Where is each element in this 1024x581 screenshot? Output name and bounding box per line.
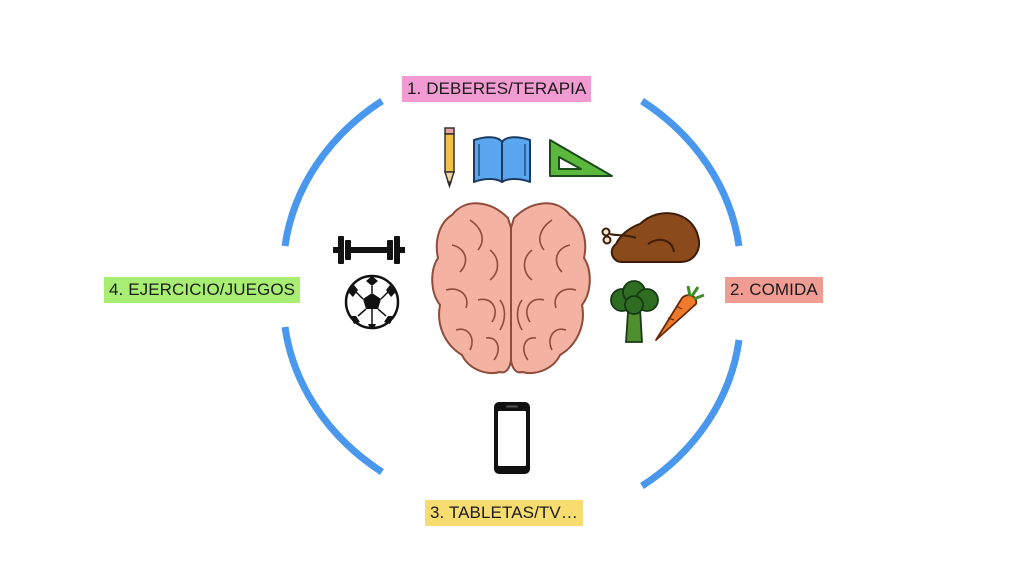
carrot-icon (655, 285, 705, 341)
ring-arc-top-right (640, 98, 743, 247)
broccoli-icon (610, 280, 659, 343)
ring-arc-top-left (281, 98, 384, 247)
label-tabletas-tv: 3. TABLETAS/TV… (425, 500, 583, 526)
soccer-ball-icon (344, 274, 400, 330)
label-comida: 2. COMIDA (725, 277, 823, 303)
pencil-icon (443, 127, 456, 189)
label-ejercicio-juegos: 4. EJERCICIO/JUEGOS (104, 277, 301, 303)
smartphone-icon (494, 402, 530, 474)
dumbbell-icon (333, 236, 405, 264)
roast-chicken-icon (601, 212, 700, 263)
ring-arc-bottom-right (640, 339, 743, 489)
ring (281, 98, 743, 489)
label-deberes-terapia: 1. DEBERES/TERAPIA (402, 76, 592, 102)
ring-arc-bottom-left (281, 326, 384, 475)
brain-icon (431, 202, 591, 374)
book-icon (473, 136, 531, 183)
set-square-icon (549, 139, 613, 177)
